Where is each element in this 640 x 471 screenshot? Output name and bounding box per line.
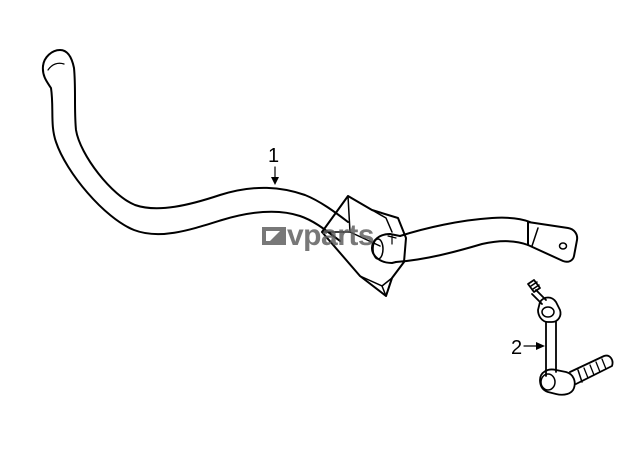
stabilizer-link[interactable] — [527, 279, 614, 396]
callout-1: 1 — [268, 145, 279, 185]
stabilizer-bar[interactable] — [41, 49, 579, 264]
callout-arrow-1-icon — [271, 177, 279, 185]
watermark: vparts — [262, 219, 375, 252]
bar-bushing[interactable] — [321, 195, 407, 297]
callout-label-2: 2 — [511, 337, 522, 359]
callout-arrow-2-icon — [536, 342, 545, 350]
callout-2: 2 — [511, 337, 545, 359]
watermark-logo-icon — [262, 227, 286, 245]
callout-label-1: 1 — [268, 145, 279, 167]
watermark-text: vparts — [287, 219, 374, 252]
